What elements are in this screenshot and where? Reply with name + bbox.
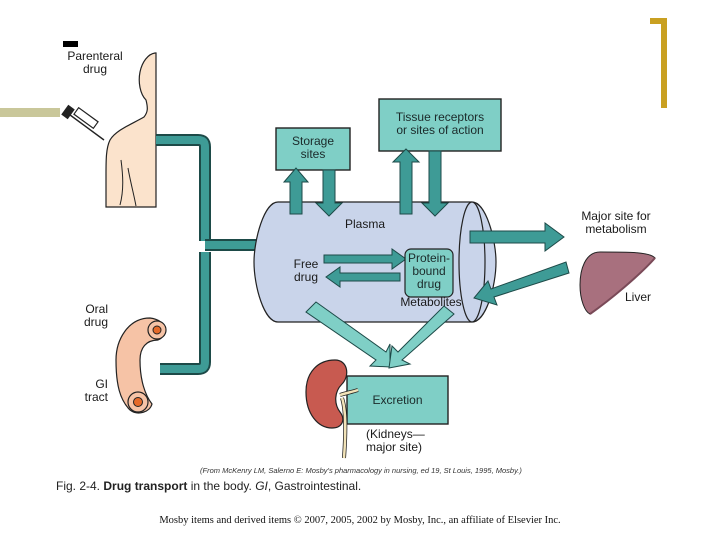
storage-arrows [282,167,344,217]
metabolites-label: Metabolites [400,295,462,309]
metabolism-site-label: Major site for metabolism [572,210,660,236]
label-line: bound [412,264,446,278]
tissue-receptors-box [378,98,502,152]
left-accent-bar [0,108,60,117]
label-line: or sites of action [396,123,484,137]
top-right-bracket [650,18,667,108]
parenteral-drug-label: Parenteral drug [62,50,128,76]
binding-equilibrium-arrows [323,248,407,288]
label-line: Parenteral [67,49,123,63]
metabolism-arrows [469,222,570,306]
liver-label: Liver [624,290,651,304]
label-line: (Kidneys— [366,427,425,441]
caption-abbreviation: GI [255,479,268,493]
free-drug-label: Free drug [288,258,324,284]
liver-illustration [579,251,656,315]
label-line: Tissue receptors [395,110,485,124]
gi-tract-illustration [115,317,167,414]
caption-text: in the body. [187,479,256,493]
label-line: drug [82,62,108,76]
caption-expansion: , Gastrointestinal. [267,479,362,493]
absorption-pathway [156,134,268,375]
label-line: Storage [291,134,335,148]
label-line: metabolism [585,222,647,236]
small-black-mark [63,41,78,47]
copyright-notice: Mosby items and derived items © 2007, 20… [159,515,561,526]
figure-citation: (From McKenry LM, Salerno E: Mosby's pha… [200,466,522,475]
syringe-icon [61,104,105,141]
label-line: tract [84,390,108,404]
protein-bound-box [404,248,454,298]
label-line: drug [293,270,319,284]
excretion-box [346,375,449,425]
label-line: major site) [366,440,423,454]
label-line: Protein- [407,251,451,265]
oral-drug-label: Oral drug [70,303,108,329]
figure-caption: Fig. 2-4. Drug transport in the body. GI… [56,479,361,493]
protein-bound-drug-label: Protein- bound drug [405,252,453,291]
gi-tract-label: GI tract [70,378,108,404]
label-line: Major site for [581,209,651,223]
kidney-illustration [305,359,359,459]
tissue-receptors-label: Tissue receptors or sites of action [379,111,501,137]
caption-bold-term: Drug transport [103,479,188,493]
label-line: GI [95,377,108,391]
kidneys-label: (Kidneys— major site) [366,428,446,454]
label-line: Free [293,257,319,271]
person-torso-illustration [105,52,157,208]
excretion-arrows [305,301,455,369]
plasma-label: Plasma [344,217,385,231]
excretion-label: Excretion [372,393,423,407]
tissue-arrows [391,148,450,217]
label-line: sites [300,147,326,161]
caption-number: Fig. 2-4. [56,479,101,493]
label-line: drug [83,315,108,329]
label-line: Oral [85,302,108,316]
storage-sites-label: Storage sites [276,135,350,161]
storage-sites-box [275,127,351,171]
label-line: drug [416,277,442,291]
